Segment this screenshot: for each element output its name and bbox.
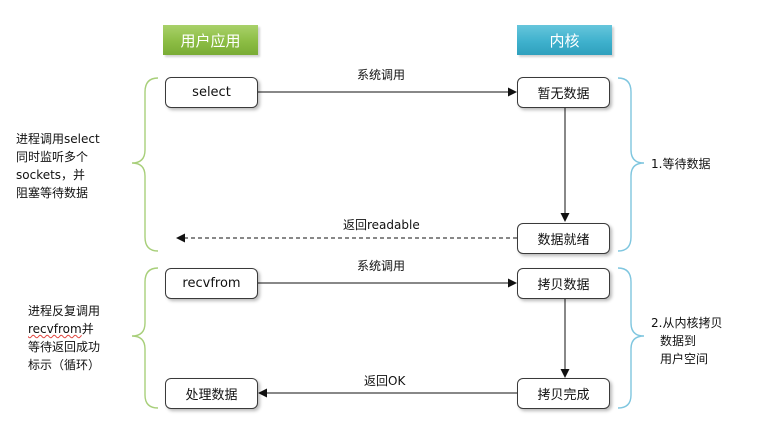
no-data-box: 暂无数据 [517, 77, 610, 108]
copy-data-box: 拷贝数据 [517, 268, 610, 299]
data-ready-box: 数据就绪 [517, 223, 610, 254]
left-brace-phase2 [131, 267, 159, 409]
right-note-phase2-line: 数据到 [660, 334, 697, 348]
recvfrom-word: recvfrom [28, 322, 82, 336]
right-note-phase2: 2.从内核拷贝 数据到 用户空间 [651, 314, 722, 368]
left-note-phase1-line: sockets，并 [16, 168, 86, 182]
left-note-phase1-line: 阻塞等待数据 [16, 186, 89, 200]
user-app-header: 用户应用 [163, 25, 258, 55]
right-brace-phase1 [617, 77, 645, 252]
left-note-phase2-line: 标示（循环） [28, 358, 101, 372]
left-note-phase1-line: 同时监听多个 [16, 150, 89, 164]
left-note-phase2-suffix: 并 [81, 322, 94, 336]
right-note-phase2-line: 用户空间 [660, 352, 709, 366]
right-note-phase1: 1.等待数据 [651, 157, 711, 171]
left-note-phase1: 进程调用select 同时监听多个 sockets，并 阻塞等待数据 [16, 130, 100, 202]
left-note-phase2-line: 等待返回成功 [28, 340, 101, 354]
select-box: select [165, 77, 258, 108]
syscall-label-1: 系统调用 [357, 68, 406, 82]
syscall-label-2: 系统调用 [357, 259, 406, 273]
left-brace-phase1 [131, 77, 159, 252]
left-note-phase1-line: 进程调用select [16, 132, 100, 146]
process-data-box: 处理数据 [165, 378, 258, 409]
return-readable-label: 返回readable [343, 218, 420, 232]
recvfrom-box: recvfrom [165, 268, 258, 299]
return-ok-label: 返回OK [364, 374, 406, 388]
left-note-phase2-line: 进程反复调用 [28, 304, 101, 318]
copy-done-box: 拷贝完成 [517, 378, 610, 409]
left-note-phase2: 进程反复调用 recvfrom并 等待返回成功 标示（循环） [28, 302, 100, 374]
left-note-phase2-line: recvfrom并 [28, 320, 100, 338]
right-brace-phase2 [617, 267, 645, 409]
kernel-header: 内核 [517, 25, 612, 55]
right-note-phase2-line: 2.从内核拷贝 [651, 316, 723, 330]
